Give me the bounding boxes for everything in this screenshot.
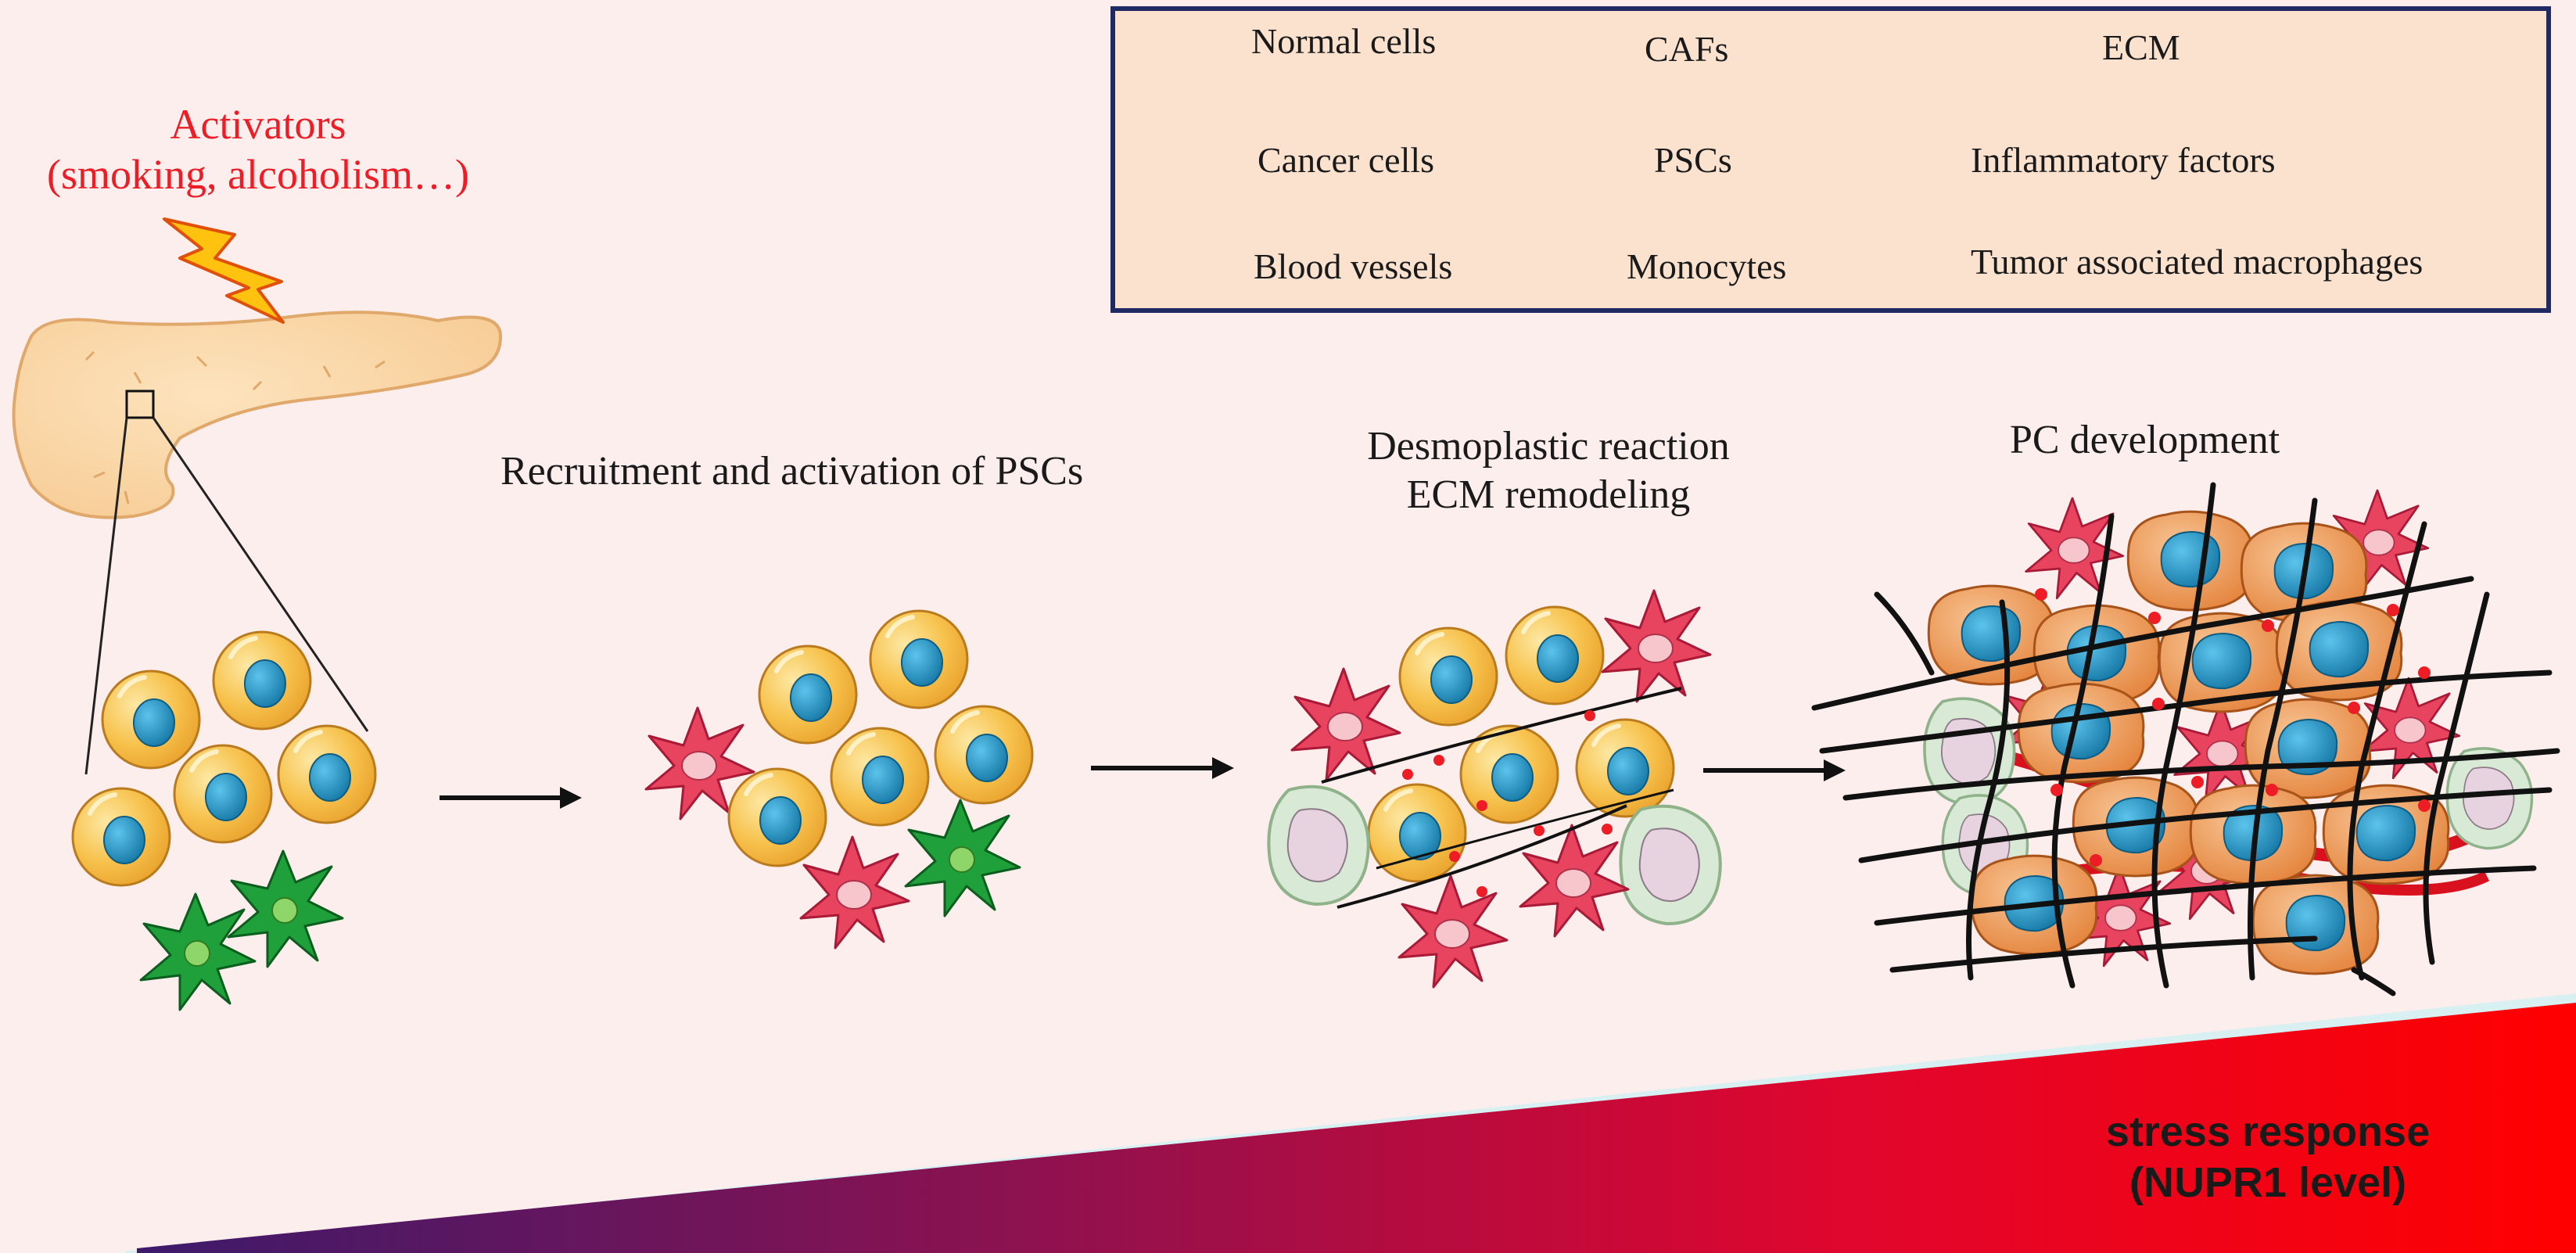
zoom-line-left (84, 417, 128, 775)
cluster-psc-activation (644, 611, 1032, 950)
cluster-desmoplastic-reaction (1267, 589, 1722, 989)
stage-title-pc-development: PC development (2010, 418, 2280, 462)
stress-response-line2: (NUPR1 level) (2129, 1158, 2407, 1206)
stage-title-psc-recruitment: Recruitment and activation of PSCs (500, 449, 1084, 494)
legend-label-tams: Tumor associated macrophages (1971, 242, 2424, 282)
legend-label-ecm: ECM (2102, 27, 2180, 67)
arrow-3 (1703, 759, 1846, 781)
stage-title-desmoplastic-line1: Desmoplastic reaction (1367, 424, 1730, 469)
legend-label-inflammatory-factors: Inflammatory factors (1971, 140, 2276, 180)
legend-label-monocytes: Monocytes (1627, 246, 1787, 286)
legend-label-pscs: PSCs (1654, 140, 1732, 180)
zoom-line-right (152, 417, 369, 732)
activators-title: Activators (170, 101, 346, 148)
legend-label-cancer-cells: Cancer cells (1258, 140, 1435, 180)
pancreas-organ (12, 311, 503, 519)
legend-label-normal-cells: Normal cells (1251, 21, 1437, 61)
arrow-1 (439, 787, 582, 809)
cluster-normal-tissue (73, 632, 375, 1011)
stage-title-desmoplastic: Desmoplastic reaction ECM remodeling (1251, 422, 1846, 520)
activators-examples: (smoking, alcoholism…) (47, 150, 469, 198)
lightning-bolt-icon (163, 217, 285, 324)
legend-label-cafs: CAFs (1645, 29, 1729, 69)
cluster-pc-development (1811, 482, 2560, 996)
stress-response-line1: stress response (2105, 1108, 2431, 1155)
stress-gradient-wedge (137, 1003, 2576, 1253)
legend-label-blood-vessels: Blood vessels (1254, 246, 1453, 286)
stress-response-label: stress response (NUPR1 level) (2033, 1107, 2502, 1208)
arrow-2 (1091, 757, 1234, 779)
zoom-box (125, 390, 155, 419)
activators-label: Activators (smoking, alcoholism…) (0, 100, 516, 199)
legend-panel (1110, 6, 2551, 313)
stage-title-desmoplastic-line2: ECM remodeling (1406, 472, 1691, 518)
